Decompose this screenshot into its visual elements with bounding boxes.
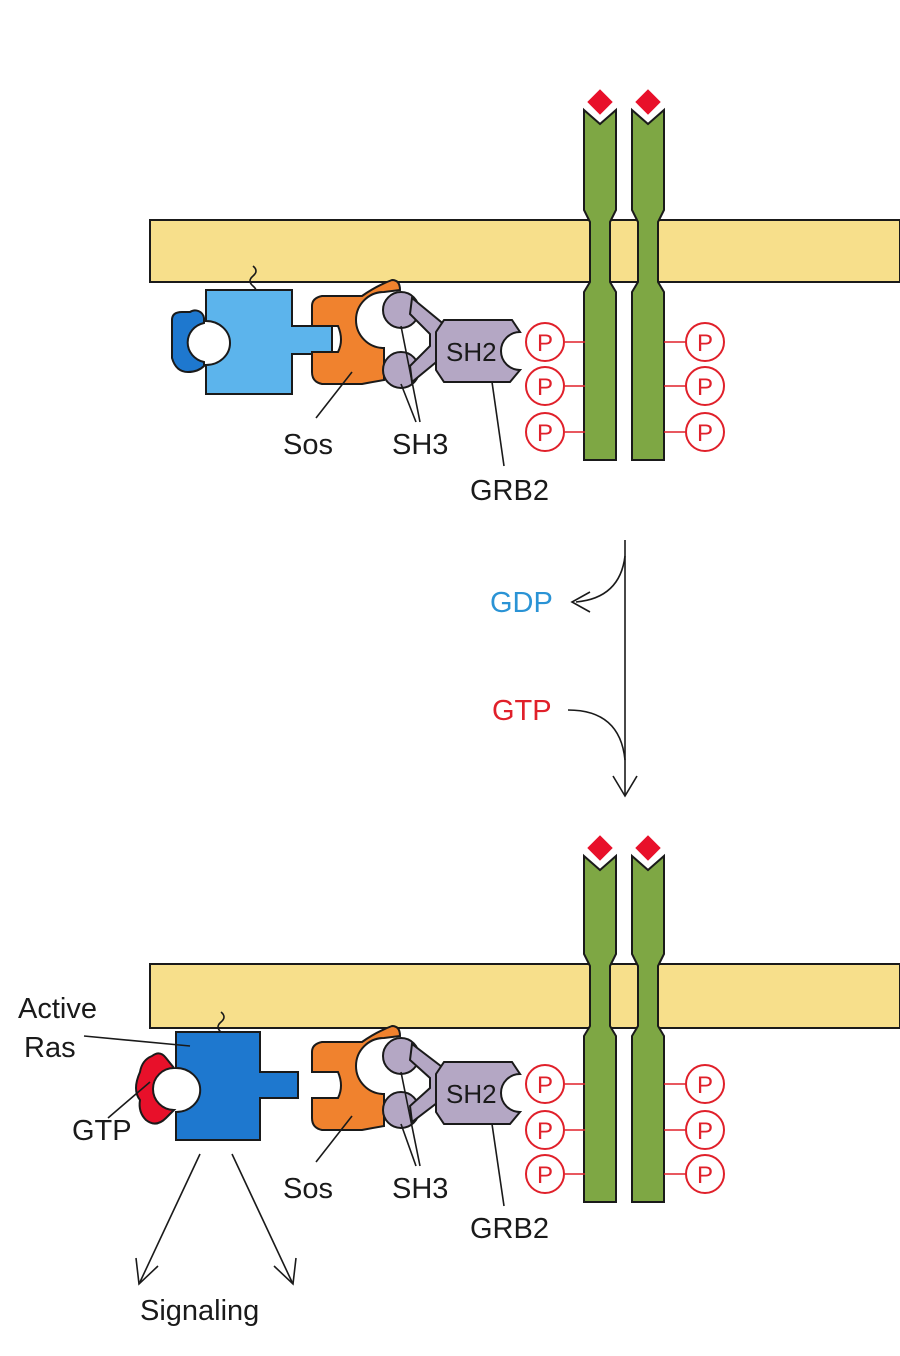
bottom-membrane <box>149 963 900 1029</box>
top-phosphate-r1: P <box>685 322 725 362</box>
bottom-gtp-label: GTP <box>72 1115 132 1147</box>
top-sh2-domain <box>435 319 523 383</box>
svg-text:P: P <box>697 330 713 357</box>
svg-text:P: P <box>537 330 553 357</box>
gtp-label: GTP <box>492 695 552 727</box>
bottom-sos-leader <box>315 1115 353 1163</box>
top-ras-body <box>205 289 333 395</box>
svg-text:P: P <box>537 1118 553 1145</box>
bottom-sh2-label: SH2 <box>446 1079 497 1109</box>
bottom-sh3-leader-lower <box>400 1123 417 1167</box>
svg-text:P: P <box>537 1162 553 1189</box>
bottom-gtp-leader <box>107 1081 151 1119</box>
top-sos-leader <box>315 371 353 419</box>
top-sos-label: Sos <box>283 429 333 461</box>
top-phosphate-l2: P <box>525 366 565 406</box>
top-phosphate-r2: P <box>685 366 725 406</box>
bottom-phosphate-l2: P <box>525 1110 565 1150</box>
top-panel: SH2 P P P P P P Sos SH3 GRB2 <box>149 89 900 507</box>
gdp-label: GDP <box>490 587 553 619</box>
svg-text:P: P <box>697 1162 713 1189</box>
gdp-release-arrow <box>575 555 626 603</box>
top-grb2: SH2 <box>382 291 523 389</box>
top-phosphate-r3: P <box>685 412 725 452</box>
bottom-receptor-left <box>583 853 617 1203</box>
gtp-binding-arrow <box>567 709 626 761</box>
top-phosphates: P P P P P P <box>525 322 725 452</box>
svg-text:P: P <box>537 420 553 447</box>
svg-text:P: P <box>697 420 713 447</box>
top-sh2-label: SH2 <box>446 337 497 367</box>
active-ras-label-line2: Ras <box>24 1032 76 1064</box>
bottom-active-ras <box>135 1011 299 1141</box>
top-sh3-label: SH3 <box>392 429 448 461</box>
svg-text:P: P <box>537 1072 553 1099</box>
active-ras-leader <box>83 1035 191 1047</box>
svg-text:P: P <box>697 1118 713 1145</box>
svg-text:P: P <box>537 374 553 401</box>
top-grb2-leader <box>491 381 505 467</box>
bottom-receptor-dimer <box>583 835 665 1203</box>
signaling-label: Signaling <box>140 1295 259 1327</box>
bottom-gtp-molecule <box>135 1052 177 1125</box>
signaling-arrows <box>135 1153 297 1286</box>
bottom-ras-body <box>175 1031 299 1141</box>
top-membrane <box>149 219 900 283</box>
bottom-phosphates: P P P P P P <box>525 1064 725 1194</box>
bottom-ligand-right <box>635 835 661 861</box>
top-gdp-molecule <box>171 309 205 374</box>
bottom-grb2-label: GRB2 <box>470 1213 549 1245</box>
top-sh3-leader-upper <box>400 325 421 423</box>
top-phosphate-l3: P <box>525 412 565 452</box>
bottom-sh3-leader-upper <box>400 1071 421 1167</box>
top-ligand-right <box>635 89 661 115</box>
bottom-sos-protein <box>311 1024 402 1131</box>
bottom-phosphate-r1: P <box>685 1064 725 1104</box>
top-receptor-dimer <box>583 89 665 461</box>
svg-text:P: P <box>697 374 713 401</box>
main-arrow-head <box>612 775 638 798</box>
bottom-phosphate-l1: P <box>525 1064 565 1104</box>
top-sh3-leader-lower <box>400 383 417 423</box>
bottom-grb2-leader <box>491 1123 505 1207</box>
gdp-release-arrow-head <box>570 591 591 613</box>
bottom-receptor-right <box>631 853 665 1203</box>
bottom-phosphate-l3: P <box>525 1154 565 1194</box>
top-inactive-ras <box>171 265 333 395</box>
top-sos-protein <box>311 278 402 385</box>
active-ras-label-line1: Active <box>18 993 97 1025</box>
bottom-sos-label: Sos <box>283 1173 333 1205</box>
top-ligand-left <box>587 89 613 115</box>
top-grb2-label: GRB2 <box>470 475 549 507</box>
bottom-sh2-domain <box>435 1061 523 1125</box>
bottom-phosphate-r2: P <box>685 1110 725 1150</box>
top-receptor-right <box>631 107 665 461</box>
bottom-phosphate-r3: P <box>685 1154 725 1194</box>
top-receptor-left <box>583 107 617 461</box>
bottom-grb2: SH2 <box>382 1037 523 1129</box>
bottom-sh3-label: SH3 <box>392 1173 448 1205</box>
bottom-ligand-left <box>587 835 613 861</box>
top-phosphate-l1: P <box>525 322 565 362</box>
bottom-panel: SH2 P P P P P P Active Ras GTP Sos SH3 G… <box>18 835 900 1327</box>
transition-arrows: GDP GTP <box>490 540 638 798</box>
svg-text:P: P <box>697 1072 713 1099</box>
